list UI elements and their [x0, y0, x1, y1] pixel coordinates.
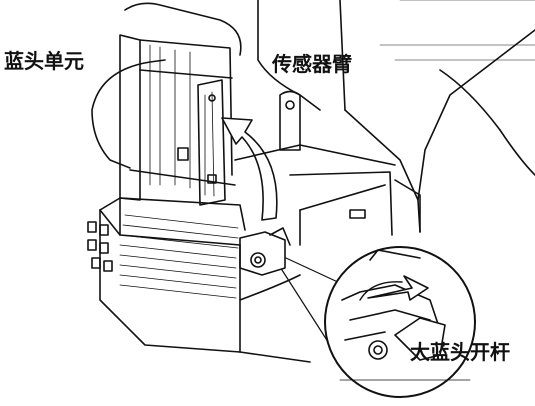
head-open-lever-label: 大蓝头开杆	[410, 340, 510, 364]
rear-housing	[91, 59, 166, 169]
detail-magnifier	[324, 246, 476, 398]
printer-base	[87, 197, 311, 363]
sensor-arm	[197, 79, 226, 206]
media-compartment	[234, 90, 421, 246]
head-unit	[119, 2, 242, 201]
top-cover	[257, 0, 535, 233]
sensor-arm-label: 传感器臂	[272, 52, 352, 76]
lever-assembly	[239, 227, 291, 276]
swing-arrow	[221, 117, 278, 221]
head-unit-label: 蓝头单元	[4, 49, 84, 73]
